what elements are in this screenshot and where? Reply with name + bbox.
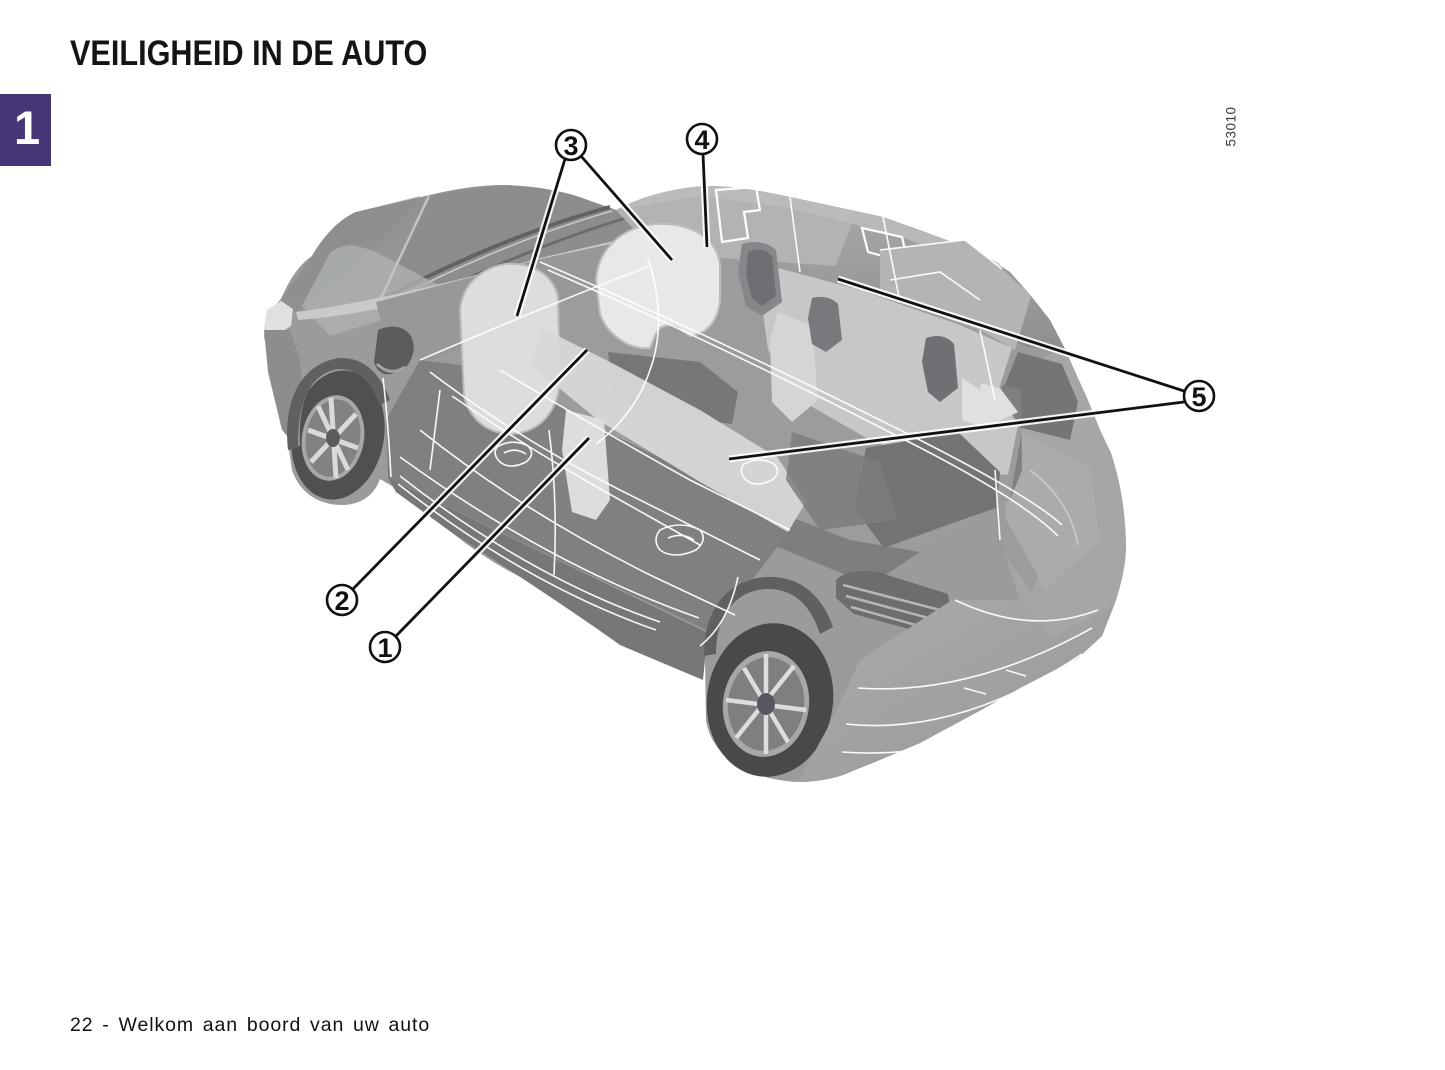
svg-text:2: 2 [334, 586, 349, 616]
svg-text:4: 4 [694, 125, 709, 155]
svg-text:1: 1 [377, 633, 392, 663]
svg-text:3: 3 [563, 131, 578, 161]
svg-text:5: 5 [1191, 382, 1206, 412]
